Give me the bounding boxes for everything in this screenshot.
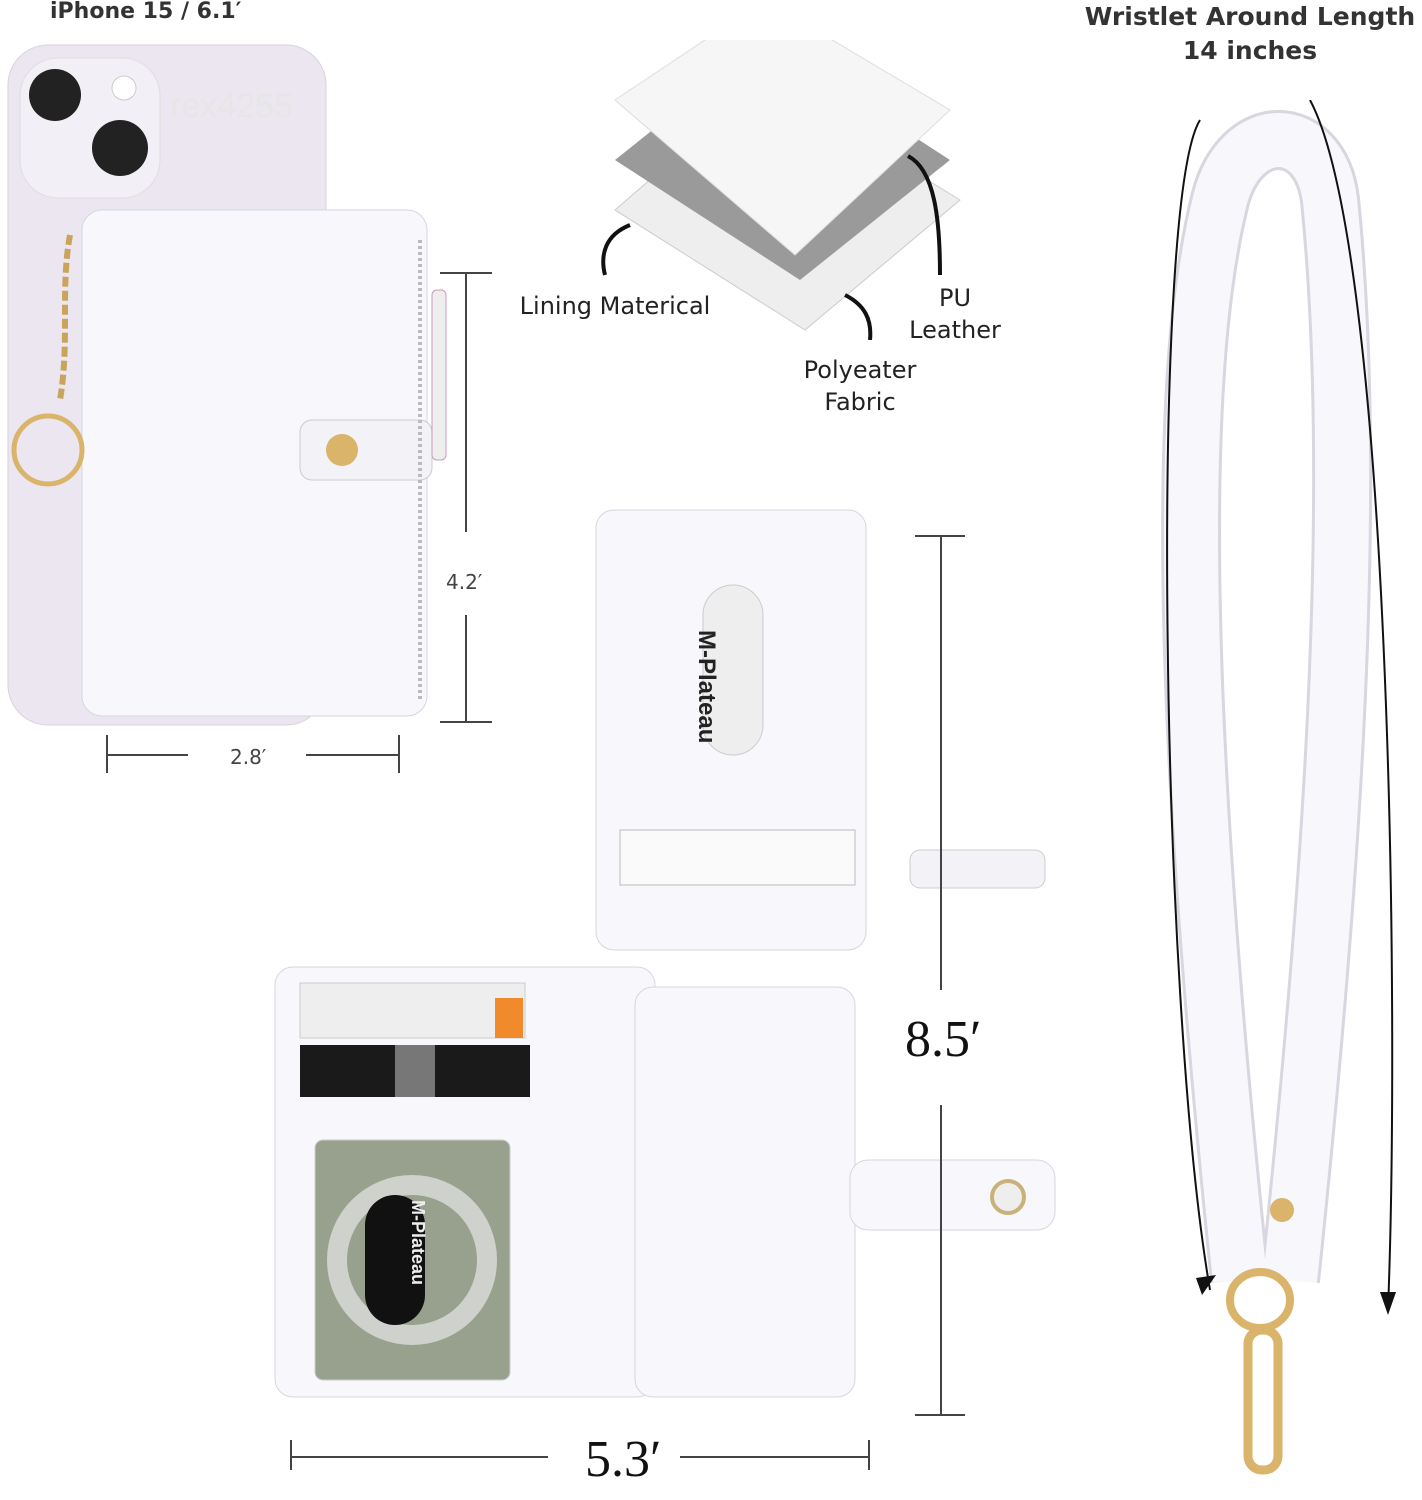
- ring: [1226, 1268, 1294, 1332]
- lobster-clasp: [1243, 1325, 1283, 1475]
- polyester-label: Polyeater Fabric: [803, 356, 917, 416]
- watermark: rex4255: [170, 87, 293, 125]
- closed-width-label: 2.8′: [230, 745, 267, 769]
- closed-height-label: 4.2′: [446, 570, 483, 594]
- material-layers-diagram: [601, 40, 961, 340]
- arrow-icon: [906, 154, 942, 276]
- open-width-label: 5.3′: [585, 1431, 662, 1488]
- snap-strap: [299, 419, 433, 481]
- zipper-pull: [431, 289, 447, 461]
- open-height-label: 8.5′: [905, 1011, 982, 1068]
- length-arrow: [1309, 100, 1394, 1311]
- right-panel: [634, 986, 856, 1398]
- brand-logo-text: M-Plateau: [408, 1200, 428, 1286]
- snap-button: [990, 1179, 1026, 1215]
- arrow-icon: [601, 223, 631, 276]
- key-ring: [11, 413, 85, 487]
- lining-label: Lining Materical: [519, 292, 711, 320]
- length-arrow: [1166, 119, 1211, 1291]
- zip-tab: [909, 849, 1046, 889]
- logo-window: [702, 584, 764, 756]
- card-slot: [619, 829, 856, 886]
- brand-logo-text: M-Plateau: [693, 630, 720, 744]
- wristlet-length: 14 inches: [1182, 36, 1318, 65]
- card: [299, 982, 526, 1039]
- camera-lens-icon: [29, 69, 81, 121]
- phone-model-label: iPhone 15 / 6.1′: [50, 0, 242, 24]
- chain: [57, 234, 73, 401]
- wristlet-header: Wristlet Around Length 14 inches: [1078, 0, 1422, 68]
- brand-badge: [365, 1195, 425, 1325]
- strap: [1164, 113, 1370, 1283]
- closed-wallet-illustration: [7, 44, 447, 726]
- wristlet-title: Wristlet Around Length: [1084, 2, 1416, 31]
- open-wallet-illustration: [274, 509, 1056, 1398]
- rivet: [1270, 1198, 1294, 1222]
- pu-leather-layer: [614, 40, 951, 256]
- camera-lens-icon: [92, 120, 148, 176]
- snap-button: [326, 434, 358, 466]
- wristlet-strap-illustration: [1161, 100, 1396, 1475]
- arrow-icon: [844, 293, 873, 340]
- pu-leather-label: PU Leather: [909, 284, 1001, 344]
